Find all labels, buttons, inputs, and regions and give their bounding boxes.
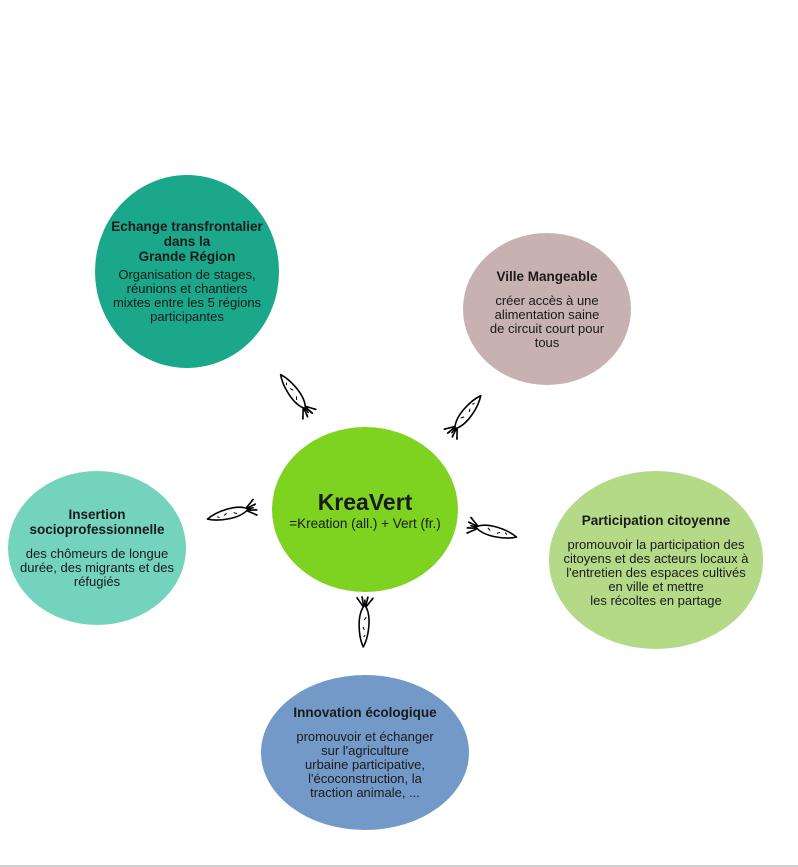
node-title: Participation citoyenne [581, 512, 731, 528]
node-innovation-ecologique: Innovation écologique promouvoir et écha… [261, 675, 469, 830]
node-description: créer accès à une alimentation saine de … [489, 292, 605, 350]
node-title: Insertion socioprofessionnelle [29, 507, 165, 537]
node-echange-transfrontalier: Echange transfrontalier dans la Grande R… [95, 175, 279, 368]
node-insertion-socioprofessionnelle: Insertion socioprofessionnelle des chôme… [8, 471, 186, 625]
carrot-icon [204, 498, 259, 528]
node-description: des chômeurs de longue durée, des migran… [20, 546, 174, 589]
carrot-icon [273, 373, 318, 421]
node-ville-mangeable: Ville Mangeable créer accès à une alimen… [463, 233, 631, 385]
node-title: Innovation écologique [293, 705, 437, 720]
node-description: promouvoir et échanger sur l'agriculture… [296, 729, 434, 800]
node-title: KreaVert [317, 488, 413, 515]
carrot-icon [354, 595, 374, 649]
node-kreavert-center: KreaVert =Kreation (all.) + Vert (fr.) [272, 427, 458, 592]
node-title: Echange transfrontalier dans la Grande R… [111, 219, 263, 264]
node-description: =Kreation (all.) + Vert (fr.) [289, 515, 441, 531]
bottom-divider [0, 865, 798, 867]
node-description: Organisation de stages, réunions et chan… [112, 267, 262, 324]
node-description: promouvoir la participation des citoyens… [563, 536, 749, 608]
node-participation-citoyenne: Participation citoyenne promouvoir la pa… [549, 471, 763, 649]
node-title: Ville Mangeable [496, 268, 598, 284]
carrot-icon [465, 516, 520, 546]
carrot-icon [442, 389, 488, 441]
